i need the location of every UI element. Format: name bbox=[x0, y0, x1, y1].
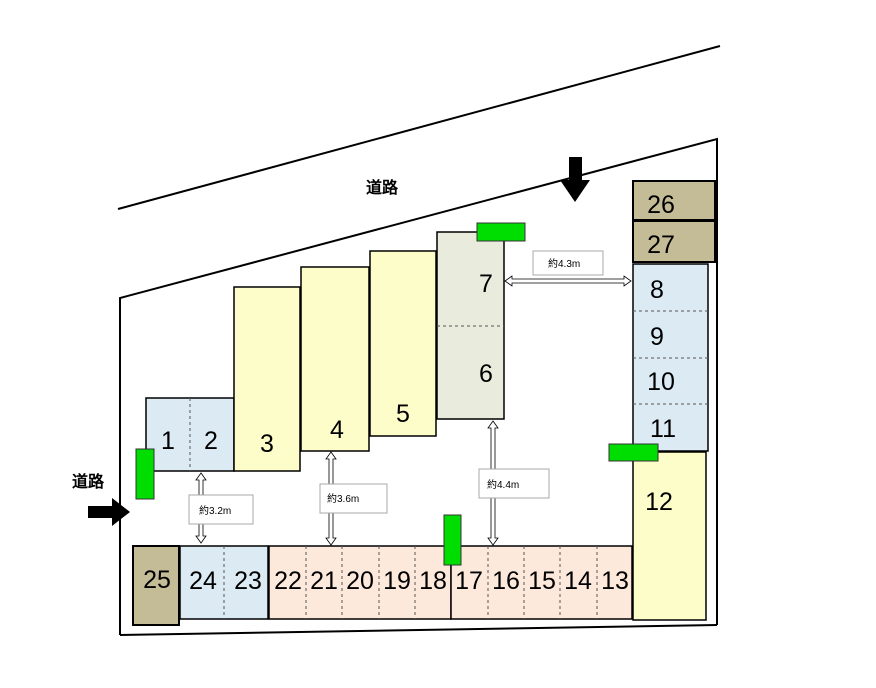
distance-arrow-4-3 bbox=[504, 275, 632, 287]
space-25-block bbox=[132, 545, 180, 626]
space-7: 7 bbox=[479, 270, 493, 298]
space-3-block bbox=[233, 286, 301, 472]
space-4: 4 bbox=[330, 416, 344, 444]
space-24: 24 bbox=[189, 567, 217, 595]
road-label-top: 道路 bbox=[366, 178, 399, 197]
space-27-block bbox=[632, 220, 716, 263]
road-label-left: 道路 bbox=[72, 472, 105, 491]
green-marker-icon bbox=[135, 448, 155, 500]
space-5-block bbox=[369, 250, 437, 437]
space-6: 6 bbox=[479, 360, 493, 388]
space-25: 25 bbox=[143, 566, 171, 594]
space-20: 20 bbox=[346, 567, 374, 595]
space-18: 18 bbox=[419, 567, 447, 595]
distance-label-4-3: 約4.3m bbox=[548, 257, 580, 270]
space-17-13-block bbox=[450, 545, 633, 620]
green-marker-icon bbox=[443, 514, 462, 566]
space-15: 15 bbox=[528, 567, 556, 595]
space-11: 11 bbox=[650, 415, 676, 443]
space-16: 16 bbox=[492, 567, 520, 595]
lot-boundary-bottom bbox=[119, 624, 718, 636]
space-1: 1 bbox=[161, 427, 175, 455]
green-marker-icon bbox=[476, 222, 526, 242]
space-27: 27 bbox=[647, 231, 675, 259]
space-12-block bbox=[632, 451, 707, 621]
space-23: 23 bbox=[234, 567, 262, 595]
road-line-top bbox=[117, 45, 721, 210]
lot-boundary bbox=[119, 137, 718, 635]
space-9: 9 bbox=[650, 323, 664, 351]
distance-box-4-3 bbox=[532, 250, 604, 276]
space-21: 21 bbox=[310, 567, 338, 595]
space-5: 5 bbox=[396, 400, 410, 428]
space-22: 22 bbox=[274, 567, 302, 595]
distance-box-4-4 bbox=[478, 468, 550, 499]
right-arrow-icon bbox=[88, 498, 130, 526]
space-3: 3 bbox=[260, 430, 274, 458]
space-12: 12 bbox=[645, 488, 673, 516]
distance-label-3-2: 約3.2m bbox=[199, 504, 231, 517]
space-19: 19 bbox=[383, 567, 411, 595]
distance-label-4-4: 約4.4m bbox=[487, 478, 519, 491]
space-2: 2 bbox=[204, 427, 218, 455]
distance-box-3-6 bbox=[319, 483, 388, 514]
space-26-block bbox=[632, 180, 716, 221]
space-13: 13 bbox=[601, 567, 629, 595]
distance-label-3-6: 約3.6m bbox=[327, 492, 359, 505]
space-14: 14 bbox=[564, 567, 592, 595]
space-4-block bbox=[300, 266, 370, 452]
space-8: 8 bbox=[650, 276, 664, 304]
space-10: 10 bbox=[647, 368, 675, 396]
space-22-18-block bbox=[268, 545, 452, 620]
down-arrow-icon bbox=[560, 157, 590, 202]
space-17: 17 bbox=[455, 567, 483, 595]
distance-box-3-2 bbox=[188, 494, 254, 525]
space-26: 26 bbox=[647, 191, 675, 219]
green-marker-icon bbox=[608, 443, 659, 462]
